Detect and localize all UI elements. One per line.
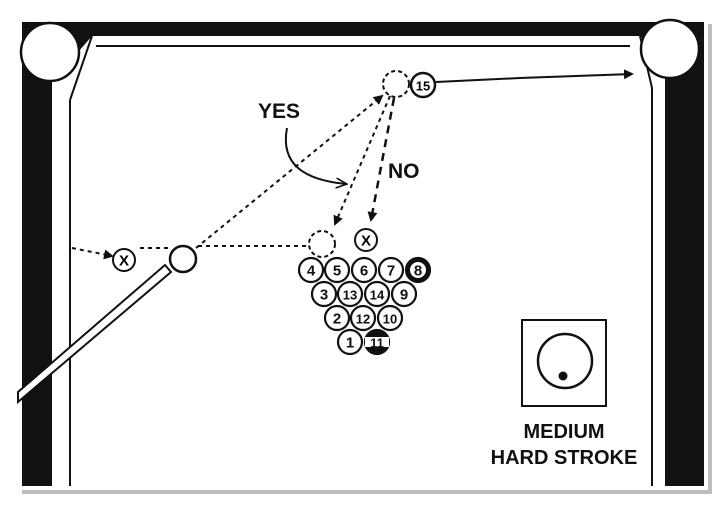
ghost-ball-rack [308,230,336,258]
no-label: NO [388,160,420,183]
ball-2 [323,304,351,332]
ball-5-label: 5 [333,263,341,280]
ball-8-label: 8 [414,263,422,280]
ball-7-label: 7 [387,263,395,280]
x-marker-rack-label: X [361,233,371,250]
stroke-indicator [521,319,607,407]
ball-14-label: 14 [370,288,385,303]
ball-10-label: 10 [383,312,397,327]
ball-8-spot [410,262,426,278]
ball-7 [377,256,405,284]
ball-14 [363,280,391,308]
ball-11-label: 11 [370,336,384,351]
cue-ball [168,244,198,274]
stroke-label-line2: HARD STROKE [491,447,638,469]
yes-pointer-arrow [284,127,346,184]
corner-pocket-left [19,21,81,83]
ball-12-label: 12 [356,312,370,327]
corner-pocket-right [639,18,701,80]
ball-13 [336,280,364,308]
ball-2-label: 2 [333,311,341,328]
cue-tip-contact-dot [558,371,568,381]
ball-3-label: 3 [320,287,328,304]
ball-15 [409,71,437,99]
ball-1 [336,328,364,356]
ball-3 [310,280,338,308]
yes-shot-path [195,94,384,249]
ball-6 [350,256,378,284]
no-rebound-path [367,97,396,222]
x-marker-rack [354,228,378,252]
ball-9 [390,280,418,308]
ball-4-label: 4 [307,263,316,280]
ball-15-path [435,69,634,83]
ghost-ball-top [382,70,410,98]
ball-5 [323,256,351,284]
x-marker-left-label: X [119,253,129,270]
ball-12 [349,304,377,332]
rack: 4 5 6 7 8 3 13 14 9 2 12 10 1 11 [297,256,432,356]
ball-6-label: 6 [360,263,368,280]
x-marker-left [112,248,136,272]
ball-11-stripe [365,337,389,347]
ball-9-label: 9 [400,287,408,304]
yes-label: YES [258,100,300,123]
ball-4 [297,256,325,284]
ball-10 [376,304,404,332]
ball-15-label: 15 [416,79,430,94]
cue-ball-approach-line [71,247,114,260]
stroke-label-line1: MEDIUM [523,421,604,443]
ball-13-label: 13 [343,288,357,303]
ball-1-label: 1 [346,335,354,352]
cue-stick [17,263,173,405]
cue-ball-diagram [536,332,594,390]
